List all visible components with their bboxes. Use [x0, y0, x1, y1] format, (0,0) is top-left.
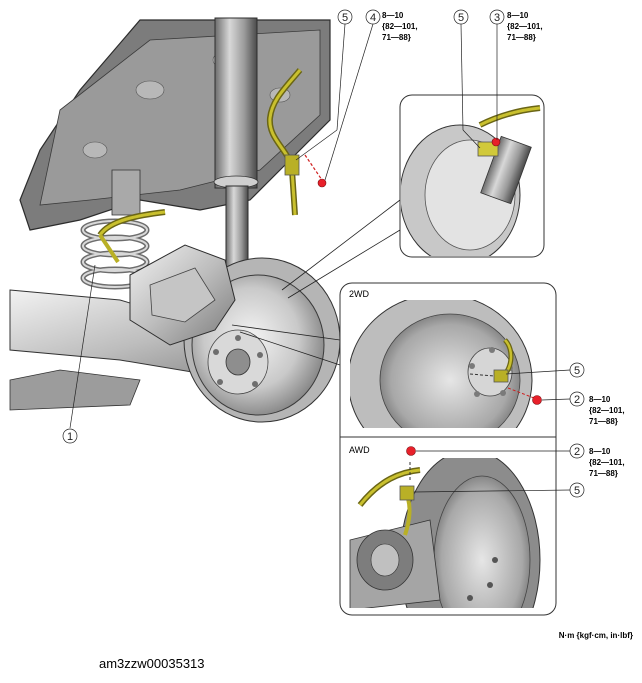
svg-text:71—88}: 71—88}: [382, 33, 411, 42]
svg-text:71—88}: 71—88}: [589, 469, 618, 478]
torque-spec-2-awd: 8—10 {82—101, 71—88}: [589, 447, 625, 478]
label-2wd: 2WD: [349, 289, 370, 299]
callout-4: 4: [370, 12, 376, 24]
svg-text:71—88}: 71—88}: [507, 33, 536, 42]
svg-text:{82—101,: {82—101,: [507, 22, 543, 31]
detail-view-awd: [349, 446, 541, 608]
callout-5-awd: 5: [574, 485, 580, 497]
detail-view-2wd: [350, 300, 542, 428]
label-awd: AWD: [349, 445, 370, 455]
document-id: am3zzw00035313: [99, 656, 205, 671]
torque-spec-3: 8—10 {82—101, 71—88}: [507, 11, 543, 42]
main-suspension-illustration: [9, 17, 341, 423]
callout-2-2wd: 2: [574, 394, 580, 406]
svg-text:8—10: 8—10: [507, 11, 529, 20]
callout-5-top: 5: [342, 12, 348, 24]
detail-leader-lines: [231, 199, 401, 366]
torque-spec-4: 8—10 {82—101, 71—88}: [382, 11, 418, 42]
callout-2-awd: 2: [574, 446, 580, 458]
callout-1: 1: [67, 431, 73, 443]
svg-text:{82—101,: {82—101,: [382, 22, 418, 31]
svg-text:{82—101,: {82—101,: [589, 406, 625, 415]
callout-5-2wd: 5: [574, 365, 580, 377]
callout-5-detail: 5: [458, 12, 464, 24]
torque-spec-2-2wd: 8—10 {82—101, 71—88}: [589, 395, 625, 426]
svg-text:{82—101,: {82—101,: [589, 458, 625, 467]
detail-view-top: [399, 94, 545, 258]
units-legend: N·m {kgf·cm, in·lbf}: [559, 631, 633, 640]
svg-text:71—88}: 71—88}: [589, 417, 618, 426]
callout-3: 3: [494, 12, 500, 24]
svg-text:8—10: 8—10: [382, 11, 404, 20]
svg-text:8—10: 8—10: [589, 447, 611, 456]
svg-text:8—10: 8—10: [589, 395, 611, 404]
